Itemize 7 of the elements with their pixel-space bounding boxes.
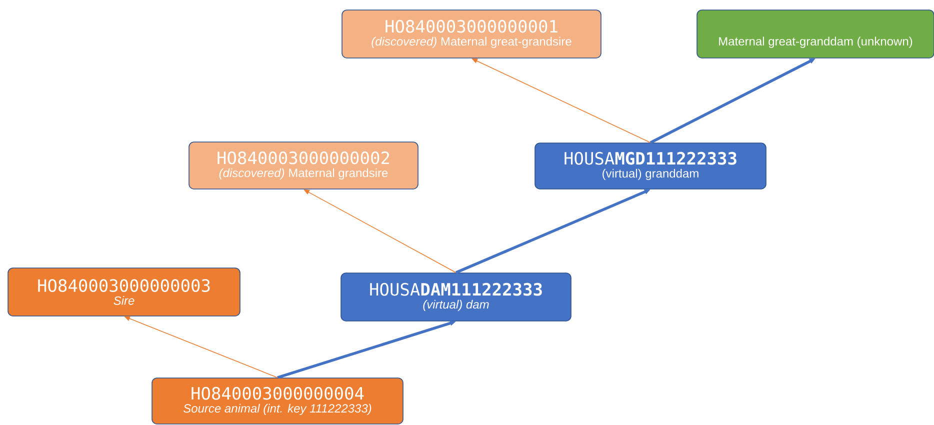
pedigree-box: Maternal great-granddam (unknown) bbox=[696, 10, 934, 58]
pedigree-box: HO840003000000002 (discovered) Maternal grandsire bbox=[188, 142, 418, 190]
pedigree-box: HO840003000000004 Source animal (int. key 111222333) bbox=[152, 378, 404, 424]
pedigree-box: HO840003000000001 (discovered) Maternal great-grandsire bbox=[342, 10, 602, 58]
pedigree-box: HOUSADAM111222333 (virtual) dam bbox=[340, 272, 572, 322]
pedigree-box: HO840003000000003 Sire bbox=[8, 268, 240, 316]
pedigree-box: HOUSAMGD111222333 (virtual) granddam bbox=[534, 142, 766, 190]
